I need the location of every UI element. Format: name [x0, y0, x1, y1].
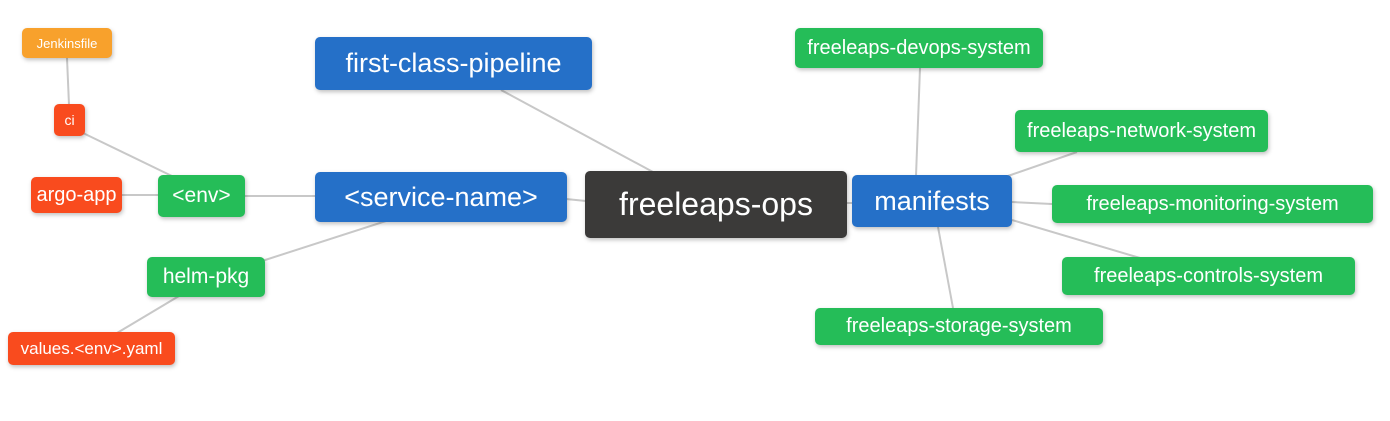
edge-manifests-controls: [1011, 219, 1141, 259]
edge-servicename-root: [565, 198, 587, 202]
edge-ci-env: [82, 132, 177, 179]
node-manifests[interactable]: manifests: [852, 175, 1012, 227]
edge-manifests-monitoring: [1011, 201, 1053, 205]
node-first-class-pipeline[interactable]: first-class-pipeline: [315, 37, 592, 90]
node-argo-app[interactable]: argo-app: [31, 177, 122, 213]
edge-values-helmpkg: [116, 295, 180, 334]
node-jenkinsfile[interactable]: Jenkinsfile: [22, 28, 112, 58]
node-values-env-yaml[interactable]: values.<env>.yaml: [8, 332, 175, 365]
node-freeleaps-ops-root[interactable]: freeleaps-ops: [585, 171, 847, 238]
edge-jenkinsfile-ci: [66, 57, 70, 106]
node-freeleaps-controls-system[interactable]: freeleaps-controls-system: [1062, 257, 1355, 295]
node-freeleaps-network-system[interactable]: freeleaps-network-system: [1015, 110, 1268, 152]
node-helm-pkg[interactable]: helm-pkg: [147, 257, 265, 297]
node-freeleaps-storage-system[interactable]: freeleaps-storage-system: [815, 308, 1103, 345]
edge-manifests-storage: [937, 226, 954, 309]
node-env[interactable]: <env>: [158, 175, 245, 217]
node-freeleaps-monitoring-system[interactable]: freeleaps-monitoring-system: [1052, 185, 1373, 223]
edge-manifests-devops: [915, 67, 921, 177]
node-ci[interactable]: ci: [54, 104, 85, 136]
edge-manifests-network: [1004, 151, 1078, 178]
edge-helmpkg-servicename: [261, 220, 387, 262]
edge-fcp-root: [500, 89, 654, 173]
node-service-name[interactable]: <service-name>: [315, 172, 567, 222]
node-freeleaps-devops-system[interactable]: freeleaps-devops-system: [795, 28, 1043, 68]
